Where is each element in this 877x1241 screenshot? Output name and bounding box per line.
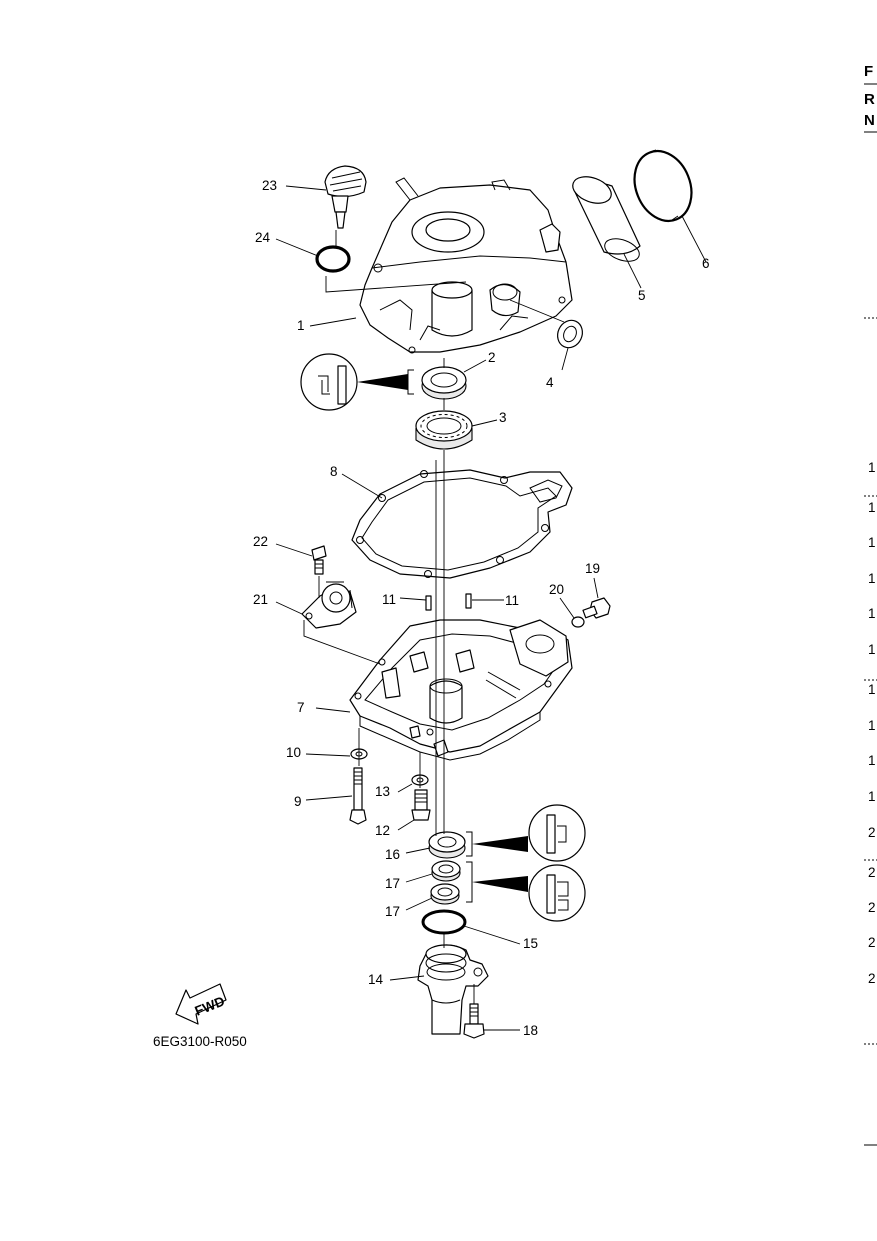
edge-number: 1 bbox=[868, 571, 876, 586]
edge-letter: R bbox=[864, 91, 875, 108]
callout-23: 23 bbox=[262, 178, 277, 193]
part-20-gasket-washer bbox=[571, 616, 585, 628]
edge-letter: N bbox=[864, 112, 875, 129]
edge-number: 2 bbox=[868, 935, 876, 950]
callout-15: 15 bbox=[523, 936, 538, 951]
edge-number: 1 bbox=[868, 606, 876, 621]
part-14-extension-housing bbox=[417, 944, 489, 1035]
edge-number: 1 bbox=[868, 460, 876, 475]
callout-labels: 23 24 1 2 3 4 5 6 8 22 21 11 11 19 20 7 … bbox=[253, 178, 710, 1038]
part-23-oil-filler-cap bbox=[324, 165, 367, 229]
part-15-o-ring bbox=[421, 909, 467, 935]
edge-number: 1 bbox=[868, 718, 876, 733]
callout-12: 12 bbox=[375, 823, 390, 838]
part-4-oil-seal bbox=[557, 319, 583, 349]
edge-number: 2 bbox=[868, 900, 876, 915]
document-code: 6EG3100-R050 bbox=[153, 1034, 247, 1049]
part-3-bearing bbox=[415, 410, 473, 450]
part-12-bolt bbox=[411, 789, 431, 821]
part-17-upper-seal bbox=[431, 860, 461, 882]
callout-4: 4 bbox=[546, 375, 554, 390]
part-5-sleeve bbox=[572, 176, 641, 262]
callout-16: 16 bbox=[385, 847, 400, 862]
callout-11-left: 11 bbox=[382, 592, 396, 607]
callout-3: 3 bbox=[499, 410, 507, 425]
callout-22: 22 bbox=[253, 534, 268, 549]
part-24-o-ring bbox=[315, 245, 351, 273]
part-18-bolt bbox=[463, 1003, 485, 1039]
edge-number: 1 bbox=[868, 682, 876, 697]
part-22-bolt bbox=[311, 545, 327, 575]
callout-20: 20 bbox=[549, 582, 564, 597]
lubricant-icon bbox=[300, 353, 414, 411]
edge-number: 1 bbox=[868, 753, 876, 768]
edge-number: 2 bbox=[868, 971, 876, 986]
callout-19: 19 bbox=[585, 561, 600, 576]
callout-1: 1 bbox=[297, 318, 305, 333]
callout-14: 14 bbox=[368, 972, 384, 987]
callout-6: 6 bbox=[702, 256, 710, 271]
callout-10: 10 bbox=[286, 745, 301, 760]
edge-letter: F bbox=[864, 63, 873, 80]
callout-21: 21 bbox=[253, 592, 268, 607]
part-16-oil-seal bbox=[428, 831, 466, 859]
callout-24: 24 bbox=[255, 230, 271, 245]
callout-leaders bbox=[275, 185, 707, 1031]
edge-number: 2 bbox=[868, 865, 876, 880]
fwd-arrow-icon: FWD bbox=[175, 983, 227, 1025]
part-21-strainer-bracket bbox=[301, 581, 357, 629]
page-edge-column: F R N 1 1 1 1 1 1 1 1 1 1 2 2 2 2 2 bbox=[864, 63, 877, 1146]
callout-18: 18 bbox=[523, 1023, 538, 1038]
water-resistant-grease-icon bbox=[466, 861, 586, 922]
callout-7: 7 bbox=[297, 700, 305, 715]
part-9-bolt bbox=[349, 767, 367, 825]
part-1-upper-casing bbox=[359, 177, 573, 354]
part-17-lower-seal bbox=[430, 883, 460, 905]
edge-number: 1 bbox=[868, 535, 876, 550]
edge-number: 2 bbox=[868, 825, 876, 840]
part-8-gasket bbox=[351, 469, 573, 579]
edge-number: 1 bbox=[868, 500, 876, 515]
callout-2: 2 bbox=[488, 350, 496, 365]
callout-8: 8 bbox=[330, 464, 338, 479]
part-2-oil-seal bbox=[421, 366, 467, 400]
callout-17-lower: 17 bbox=[385, 904, 400, 919]
edge-number: 1 bbox=[868, 642, 876, 657]
callout-5: 5 bbox=[638, 288, 646, 303]
assembly-lines bbox=[303, 230, 565, 1004]
callout-17-upper: 17 bbox=[385, 876, 400, 891]
part-11-dowel-pins bbox=[425, 593, 472, 611]
callout-9: 9 bbox=[294, 794, 302, 809]
part-7-oil-pan bbox=[349, 619, 573, 761]
callout-13: 13 bbox=[375, 784, 390, 799]
grease-icon bbox=[466, 804, 586, 862]
part-6-band bbox=[633, 149, 693, 222]
edge-number: 1 bbox=[868, 789, 876, 804]
part-19-drain-bolt bbox=[582, 597, 611, 619]
callout-11-right: 11 bbox=[505, 593, 519, 608]
